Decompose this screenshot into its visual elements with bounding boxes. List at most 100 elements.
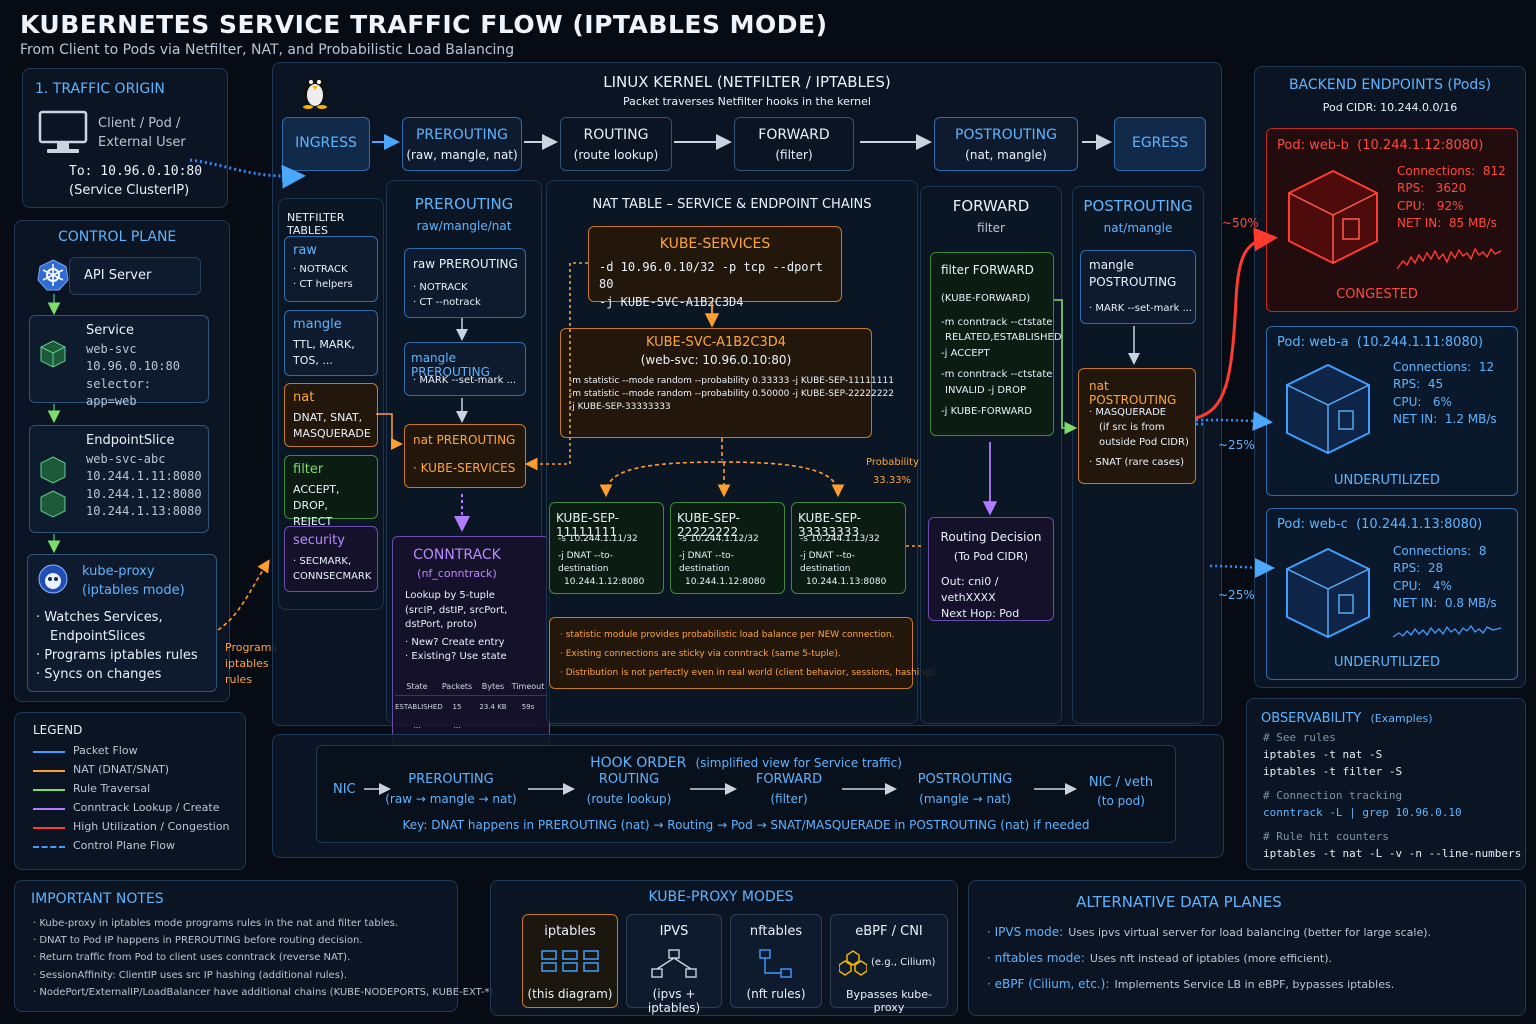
backend-cidr: Pod CIDR: 10.244.0.0/16 <box>1322 101 1458 114</box>
monitor-icon <box>37 109 89 161</box>
mangle-prerouting-title: mangle PREROUTING <box>411 351 490 379</box>
kube-proxy-title: kube-proxy <box>82 564 155 579</box>
legend-title: LEGEND <box>33 723 83 737</box>
legend-item: High Utilization / Congestion <box>33 819 243 838</box>
table-filter[interactable]: filter ACCEPT, DROP,REJECT <box>284 455 378 528</box>
pod-web-b-name: Pod: web-b (10.244.1.12:8080) <box>1277 138 1484 153</box>
conntrack-box[interactable]: CONNTRACK (nf_conntrack) Lookup by 5-tup… <box>392 536 550 746</box>
mode-nftables-label: nftables <box>749 924 803 939</box>
kube-proxy-bullet-1b: EndpointSlices <box>50 628 146 644</box>
mangle-postrouting-title-2: POSTROUTING <box>1089 275 1177 290</box>
control-plane-title: CONTROL PLANE <box>58 229 177 245</box>
pod-web-c-connections: Connections: 8 <box>1393 544 1487 558</box>
legend-item: Rule Traversal <box>33 781 243 800</box>
mode-nftables[interactable]: nftables (nft rules) <box>730 914 822 1008</box>
conntrack-cell: ESTABLISHED <box>395 703 443 711</box>
nftables-icon <box>759 949 793 983</box>
pipeline-postrouting[interactable]: POSTROUTING (nat, mangle) <box>934 117 1078 171</box>
kube-sep-2-line: 10.244.1.12:8080 <box>685 577 766 588</box>
mode-iptables[interactable]: iptables (this diagram) <box>522 914 618 1008</box>
conntrack-cell: 15 <box>452 703 462 711</box>
endpoint-1: 10.244.1.11:8080 <box>86 469 202 484</box>
pod-web-c-cpu: CPU: 4% <box>1393 578 1452 593</box>
observability-comment: # Connection tracking <box>1263 789 1403 802</box>
mode-ebpf[interactable]: eBPF / CNI (e.g., Cilium) Bypasses kube-… <box>830 914 948 1014</box>
conntrack-cell: ... <box>413 720 421 730</box>
table-security[interactable]: security · SECMARK,CONNSECMARK <box>284 526 378 592</box>
kube-sep-2-box[interactable]: KUBE-SEP-22222222 -s 10.244.1.12/32 -j D… <box>670 502 785 594</box>
kube-sep-3-box[interactable]: KUBE-SEP-33333333 -s 10.244.1.13/32 -j D… <box>791 502 906 594</box>
prerouting-title: PREROUTING <box>414 195 514 213</box>
observability-command[interactable]: iptables -t filter -S <box>1263 765 1403 778</box>
observability-command[interactable]: conntrack -L | grep 10.96.0.10 <box>1263 806 1462 819</box>
pod-web-a-rps: RPS: 45 <box>1393 377 1444 392</box>
kube-sep-2-line: -s 10.244.1.12/32 <box>679 534 759 544</box>
pipeline-prerouting-label: PREROUTING <box>415 127 508 143</box>
table-raw-title: raw <box>293 243 317 258</box>
conntrack-cell: 59s <box>521 703 535 711</box>
filter-forward-line: -j ACCEPT <box>941 347 990 359</box>
hook-order-key: Key: DNAT happens in PREROUTING (nat) → … <box>402 818 1090 832</box>
table-raw[interactable]: raw · NOTRACK· CT helpers <box>284 236 378 302</box>
kube-svc-rule: -m statistic --mode random --probability… <box>569 389 894 400</box>
raw-prerouting-box[interactable]: raw PREROUTING · NOTRACK· CT --notrack <box>404 248 526 318</box>
conntrack-cell: 23.4 KB <box>479 703 507 711</box>
pod-web-c-card[interactable]: Pod: web-c (10.244.1.13:8080) Connection… <box>1266 508 1518 680</box>
filter-forward-box[interactable]: filter FORWARD (KUBE-FORWARD) -m conntra… <box>930 252 1062 436</box>
page-title: KUBERNETES SERVICE TRAFFIC FLOW (IPTABLE… <box>20 10 828 39</box>
observability-title: OBSERVABILITY <box>1261 711 1362 726</box>
observability-command[interactable]: iptables -t nat -S <box>1263 748 1383 761</box>
legend-item: Conntrack Lookup / Create <box>33 800 243 819</box>
alternative-key: · eBPF (Cilium, etc.): <box>987 977 1110 991</box>
observability-command[interactable]: iptables -t nat -L -v -n --line-numbers <box>1263 847 1522 860</box>
routing-decision-box[interactable]: Routing Decision (To Pod CIDR) Out: cni0… <box>928 517 1054 621</box>
kube-sep-1-line: 10.244.1.12:8080 <box>564 577 645 588</box>
endpoint-3: 10.244.1.13:8080 <box>86 504 202 519</box>
conntrack-title: CONNTRACK <box>413 547 501 563</box>
pipeline-ingress[interactable]: INGRESS <box>282 117 370 171</box>
kube-proxy-bullet-2: · Programs iptables rules <box>36 647 198 663</box>
service-box[interactable]: Service web-svc 10.96.0.10:80 selector: … <box>29 315 209 408</box>
table-nat[interactable]: nat DNAT, SNAT,MASQUERADE <box>284 383 378 447</box>
kube-svc-sub: (web-svc: 10.96.0.10:80) <box>640 353 792 367</box>
kube-sep-3-line: -j DNAT --to-destination <box>800 551 856 575</box>
pipeline-routing-sub: (route lookup) <box>573 148 659 162</box>
pipeline-forward-label: FORWARD <box>758 127 830 143</box>
alternative-value: Uses nft instead of iptables (more effic… <box>1089 952 1333 965</box>
endpointslice-box[interactable]: EndpointSlice web-svc-abc 10.244.1.11:80… <box>29 425 209 533</box>
pod-web-c-name: Pod: web-c (10.244.1.13:8080) <box>1277 517 1483 532</box>
mangle-postrouting-box[interactable]: mangle POSTROUTING · MARK --set-mark ... <box>1080 250 1196 324</box>
nat-prerouting-box[interactable]: nat PREROUTING · KUBE-SERVICES <box>404 424 526 488</box>
kube-svc-title: KUBE-SVC-A1B2C3D4 <box>645 335 787 350</box>
mangle-prerouting-box[interactable]: mangle PREROUTING · MARK --set-mark ... <box>404 342 526 396</box>
mode-ipvs[interactable]: IPVS (ipvs + iptables) <box>626 914 722 1015</box>
hook-step-postrouting-sub: (mangle → nat) <box>919 792 1011 806</box>
pod-web-b-card[interactable]: Pod: web-b (10.244.1.12:8080) Connection… <box>1266 128 1518 312</box>
conntrack-line: · Existing? Use state <box>405 651 507 662</box>
pipeline-forward[interactable]: FORWARD (filter) <box>734 117 854 171</box>
endpointslice-name: web-svc-abc <box>86 451 166 466</box>
nat-postrouting-box[interactable]: nat POSTROUTING · MASQUERADE (if src is … <box>1078 368 1196 484</box>
legend-swatch <box>33 751 65 753</box>
kube-sep-1-box[interactable]: KUBE-SEP-11111111 -s 10.244.1.11/32 -j D… <box>549 502 664 594</box>
hook-step-nic-veth-sub: (to pod) <box>1097 794 1145 808</box>
conntrack-line: Lookup by 5-tuple <box>405 590 495 601</box>
important-note: · NodePort/ExternalIP/LoadBalancer have … <box>33 986 497 998</box>
pod-web-a-card[interactable]: Pod: web-a (10.244.1.11:8080) Connection… <box>1266 326 1518 496</box>
kube-proxy-box[interactable]: kube-proxy (iptables mode) · Watches Ser… <box>27 554 217 692</box>
table-mangle-title: mangle <box>293 317 342 332</box>
pipeline-egress[interactable]: EGRESS <box>1114 117 1206 171</box>
traffic-origin-panel: 1. TRAFFIC ORIGIN Client / Pod / Externa… <box>22 68 228 208</box>
kube-svc-box[interactable]: KUBE-SVC-A1B2C3D4 (web-svc: 10.96.0.10:8… <box>560 328 894 438</box>
table-mangle[interactable]: mangle TTL, MARK,TOS, ... <box>284 310 378 376</box>
pipeline-prerouting[interactable]: PREROUTING (raw, mangle, nat) <box>402 117 522 171</box>
pod-web-c-net: NET IN: 0.8 MB/s <box>1393 596 1497 611</box>
kube-services-box[interactable]: KUBE-SERVICES -d 10.96.0.10/32 -p tcp --… <box>588 226 842 309</box>
endpoint-2: 10.244.1.12:8080 <box>86 486 202 501</box>
pipeline-routing[interactable]: ROUTING (route lookup) <box>560 117 672 171</box>
conntrack-line: dstPort, proto) <box>405 619 477 630</box>
forward-title: FORWARD <box>952 197 1030 215</box>
table-security-line: · SECMARK, <box>293 556 352 567</box>
nat-table-title: NAT TABLE – SERVICE & ENDPOINT CHAINS <box>592 197 872 212</box>
pod-web-b-connections: Connections: 812 <box>1397 164 1506 178</box>
